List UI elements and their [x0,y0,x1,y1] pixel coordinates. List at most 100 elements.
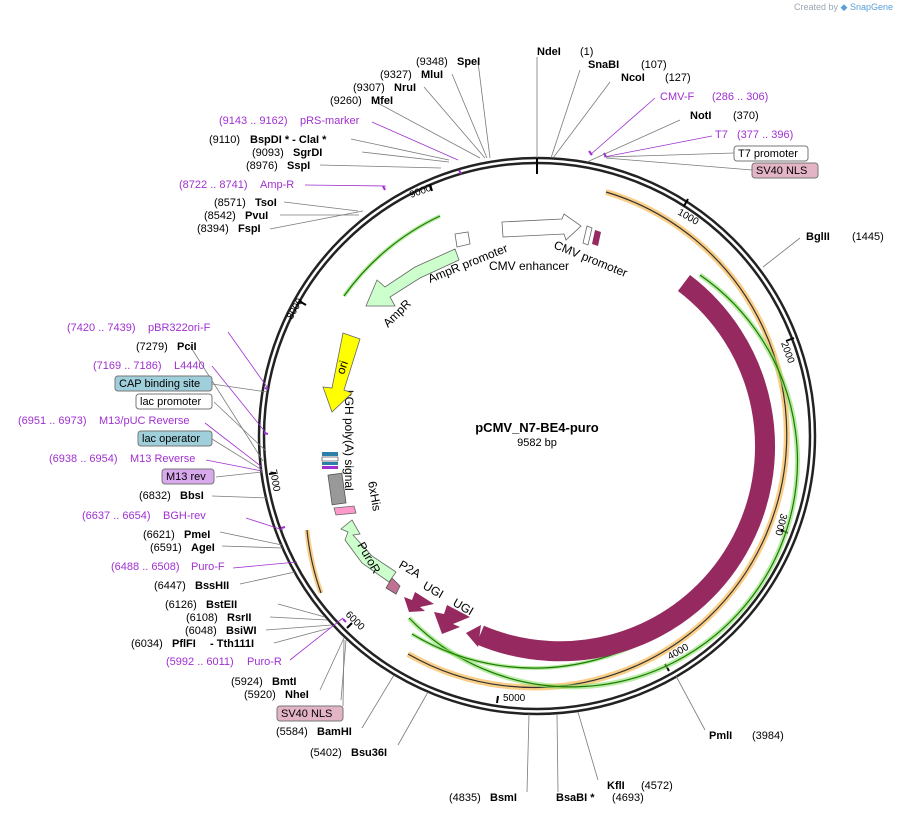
cmv-enhancer-arrow [501,213,582,241]
site-mlui-pos: (9327) [380,69,412,81]
site-snabi-pos: (107) [641,59,667,71]
cap-box [114,375,213,392]
site-pmli-pos: (3984) [752,730,784,742]
site-bbsi-name: BbsI [180,490,204,502]
tick-7000 [268,472,277,475]
tick-label-5000: 5000 [503,693,526,704]
primer-pbr-range: (7420 .. 7439) [67,322,136,334]
t7-promoter-box [733,145,809,162]
site-ndei-pos: (1) [580,46,593,58]
tick-1000 [683,198,689,207]
site-bsteii-name: BstEII [206,599,237,611]
site-bspdi-name: BspDI * - ClaI * [250,134,327,146]
site-bglii-name: BglII [806,231,830,243]
ori-label: ori [334,359,351,376]
primer-puror-range: (5992 .. 6011) [166,656,234,668]
lac-promoter-box [135,393,213,410]
site-bsiwi-name: BsiWI [226,625,257,637]
boxed-labels: T7 promoter SV40 NLS CAP binding site la… [114,145,819,722]
primer-t7-range: (377 .. 396) [737,129,793,141]
primer-purof-name: Puro-F [191,561,225,573]
site-nhei-name: NheI [285,689,309,701]
site-noti-name: NotI [690,110,711,122]
m13-rev-label: M13 rev [166,471,206,483]
primer-purof-range: (6488 .. 6508) [111,561,180,573]
primer-cmvf-name: CMV-F [660,91,695,103]
plasmid-name: pCMV_N7-BE4-puro [475,420,599,435]
site-bsshii-pos: (6447) [154,580,186,592]
site-bamhi-pos: (5584) [276,726,308,738]
snapgene-credit: Created by ◆ SnapGene [794,2,893,13]
site-sgrdi-name: SgrDI [293,147,322,159]
orf-arc-left-line [306,529,322,594]
m13-rev-block [322,466,338,469]
site-tsoi-pos: (8571) [214,197,246,209]
orf-arc-amp-line [343,215,441,297]
site-pmei-name: PmeI [184,529,210,541]
tick-9000 [429,183,433,192]
site-bamhi-name: BamHI [317,726,352,738]
cas9-arrowhead [466,625,481,647]
sv40-nls-label-1: SV40 NLS [756,165,807,177]
site-pvui-name: PvuI [245,210,268,222]
sv40-nls-label-2: SV40 NLS [281,708,332,720]
primer-bghrev-range: (6637 .. 6654) [82,510,151,522]
site-nrui-name: NruI [394,82,416,94]
site-bglii-pos: (1445) [852,231,884,243]
plasmid-size: 9582 bp [517,437,557,449]
site-bspdi-pos: (9110) [209,134,240,146]
tick-label-7000: 7000 [267,469,282,493]
lac-operator-label: lac operator [142,433,200,445]
puror-arrow [340,519,397,583]
lac-region-blocks [321,452,339,469]
orf-arc-main-line [407,191,788,689]
t7-promoter-label: T7 promoter [738,148,798,160]
primer-prs-name: pRS-marker [300,115,360,127]
cap-label: CAP binding site [119,378,200,390]
bgh-block [327,472,347,506]
cap-site-block [322,452,338,456]
site-noti-pos: (370) [733,110,759,122]
cmv-promoter-block [582,225,593,246]
orf-arc-inner-line [408,274,798,688]
tick-2000 [785,337,795,342]
credit-prefix: Created by [793,2,839,12]
site-bsteii-pos: (6126) [165,599,197,611]
ugi-arrow-1 [404,592,434,612]
site-leaders [189,57,801,793]
site-sspi-name: SspI [287,160,310,172]
his-tag-label: 6xHis [365,480,384,512]
site-pmei-pos: (6621) [143,529,175,541]
site-snabi-name: SnaBI [588,59,619,71]
primer-m13r-name: M13 Reverse [130,453,195,465]
site-fspi-name: FspI [238,223,261,235]
primer-pbr-name: pBR322ori-F [148,322,211,334]
site-pvui-pos: (8542) [204,210,236,222]
site-mfei-pos: (9260) [330,95,362,107]
lac-operator-box [137,430,213,447]
tick-label-8000: 8000 [285,296,306,321]
site-mfei-name: MfeI [371,95,393,107]
site-fspi-pos: (8394) [197,223,229,235]
cmv-enhancer-label: CMV enhancer [489,259,569,273]
tick-8000 [298,300,307,306]
lac-operator-block [322,462,338,465]
site-pcii-pos: (7279) [136,341,168,353]
site-sspi-pos: (8976) [246,160,278,172]
site-bsabi-name: BsaBI * [556,792,595,804]
site-tth111i-name: - Tth111I [210,638,254,650]
primer-puror-name: Puro-R [247,656,282,668]
site-ncoi-pos: (127) [665,72,691,84]
primer-leaders [204,97,713,661]
site-spei-pos: (9348) [416,56,448,68]
site-bsabi-pos: (4693) [612,792,644,804]
primer-l4440-name: L4440 [174,360,205,372]
site-bbsi-pos: (6832) [139,490,171,502]
primer-cmvf-range: (286 .. 306) [712,91,768,103]
primer-l4440-range: (7169 .. 7186) [93,360,162,372]
primer-m13r-range: (6938 .. 6954) [49,453,118,465]
site-agei-name: AgeI [191,542,215,554]
cas9-label: Cas9 [698,510,721,541]
site-bsshii-name: BssHII [195,580,229,592]
lac-promoter-label: lac promoter [140,396,201,408]
